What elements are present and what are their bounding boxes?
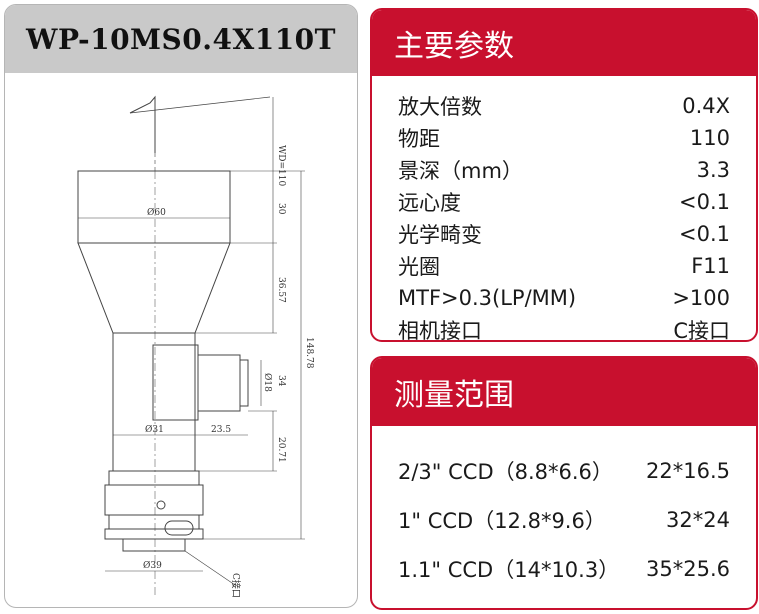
spec-row: 光圈 F11	[372, 250, 756, 282]
spec-label: 远心度	[398, 191, 461, 215]
model-title: WP-10MS0.4X110T	[26, 22, 336, 56]
c-mount-ring	[122, 538, 186, 552]
screw-icon	[156, 500, 166, 510]
dim-c-mount: C接口	[230, 573, 242, 598]
spec-label: 光圈	[398, 255, 440, 279]
spec-row: 相机接口 C接口	[372, 314, 756, 342]
dim-148-78: 148.78	[304, 337, 314, 369]
spec-value: 32*24	[666, 507, 730, 532]
mid-barrel	[112, 332, 196, 472]
dim-d18: Ø18	[262, 373, 273, 392]
model-header: WP-10MS0.4X110T	[5, 5, 357, 73]
measure-range-title: 测量范围	[372, 358, 756, 426]
main-params-title: 主要参数	[372, 10, 756, 76]
spec-row: 放大倍数 0.4X	[372, 90, 756, 122]
spec-label: 景深（mm）	[398, 159, 523, 183]
spec-value: 3.3	[696, 158, 730, 182]
spec-label: 相机接口	[398, 319, 482, 342]
lens-drawing-card: WP-10MS0.4X110T	[4, 4, 358, 608]
front-barrel	[77, 170, 231, 244]
dim-23-5: 23.5	[211, 425, 231, 435]
measure-range-card: 测量范围 2/3" CCD（8.8*6.6） 22*16.5 1" CCD（12.8…	[370, 356, 758, 610]
spec-value: 22*16.5	[646, 458, 730, 483]
spec-label: 物距	[398, 127, 440, 151]
spec-row: 1" CCD（12.8*9.6） 32*24	[372, 495, 756, 544]
dim-36-57: 36.57	[276, 277, 286, 303]
spec-row: 1.1" CCD（14*10.3） 35*25.6	[372, 544, 756, 593]
dim-d39: Ø39	[143, 560, 162, 571]
dim-d31: Ø31	[145, 424, 164, 435]
coax-port	[152, 344, 199, 421]
spec-row: 光学畸变 <0.1	[372, 218, 756, 250]
spec-value: <0.1	[679, 190, 730, 214]
spec-label: MTF>0.3(LP/MM)	[398, 286, 577, 310]
spec-row: 物距 110	[372, 122, 756, 154]
spec-value: 0.4X	[682, 94, 730, 118]
dim-30: 30	[276, 203, 286, 215]
spec-value: F11	[691, 254, 730, 278]
dim-wd: WD=110	[276, 145, 286, 186]
spec-value: >100	[672, 286, 730, 310]
taper-section	[77, 242, 231, 334]
spec-label: 放大倍数	[398, 95, 482, 119]
spec-label: 1" CCD（12.8*9.6）	[398, 508, 606, 533]
spec-row: 远心度 <0.1	[372, 186, 756, 218]
dim-d60: Ø60	[147, 207, 166, 218]
spec-value: <0.1	[679, 222, 730, 246]
main-params-list: 放大倍数 0.4X 物距 110 景深（mm） 3.3 远心度 <0.1 光学畸变 <0.1 光圈 F…	[372, 76, 756, 342]
dim-20-71: 20.71	[276, 437, 286, 463]
spec-label: 1.1" CCD（14*10.3）	[398, 557, 620, 582]
lens-technical-drawing: WD=110 Ø60 30 36.57 Ø18 34 148.78 Ø31 23…	[77, 95, 314, 598]
dim-34: 34	[276, 375, 286, 387]
spec-row: 2/3" CCD（8.8*6.6） 22*16.5	[372, 446, 756, 495]
spec-value: 110	[689, 126, 730, 150]
spec-value: C接口	[673, 319, 730, 342]
spec-row: 景深（mm） 3.3	[372, 154, 756, 186]
spec-row: MTF>0.3(LP/MM) >100	[372, 282, 756, 314]
spec-value: 35*25.6	[646, 556, 730, 581]
measure-range-list: 2/3" CCD（8.8*6.6） 22*16.5 1" CCD（12.8*9.6）…	[372, 426, 756, 593]
object-break-line	[129, 95, 156, 153]
spec-label: 2/3" CCD（8.8*6.6）	[398, 459, 613, 484]
main-params-card: 主要参数 放大倍数 0.4X 物距 110 景深（mm） 3.3 远心度 <0.1 光学畸变 <0…	[370, 8, 758, 342]
spec-label: 光学畸变	[398, 223, 482, 247]
